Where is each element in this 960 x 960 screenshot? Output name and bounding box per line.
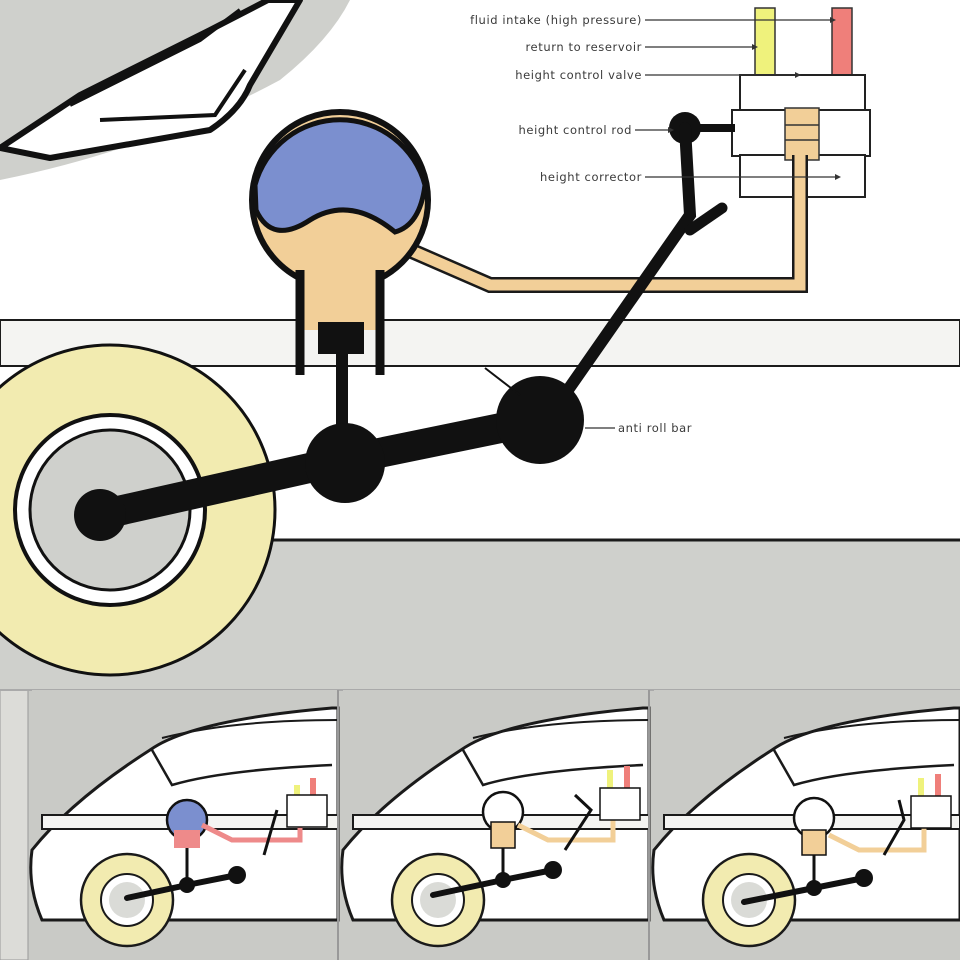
state-panel-lowered [651, 688, 960, 960]
windshield-frame [0, 0, 303, 161]
label-height-rod: height control rod [519, 123, 632, 137]
label-height-corrector: height corrector [540, 170, 642, 184]
label-height-valve: height control valve [515, 68, 642, 82]
state-panel-raised [29, 688, 340, 960]
suspension-sphere [249, 109, 431, 454]
label-leaders [585, 19, 835, 429]
suspension-arm [74, 367, 584, 541]
label-return-reservoir: return to reservoir [525, 40, 642, 54]
height-corrector-assembly [731, 7, 871, 198]
height-control-rod [534, 112, 735, 436]
state-panel-normal [340, 688, 651, 960]
car-body [0, 0, 960, 540]
label-anti-roll-bar: anti roll bar [618, 421, 692, 435]
label-fluid-intake: fluid intake (high pressure) [470, 13, 642, 27]
